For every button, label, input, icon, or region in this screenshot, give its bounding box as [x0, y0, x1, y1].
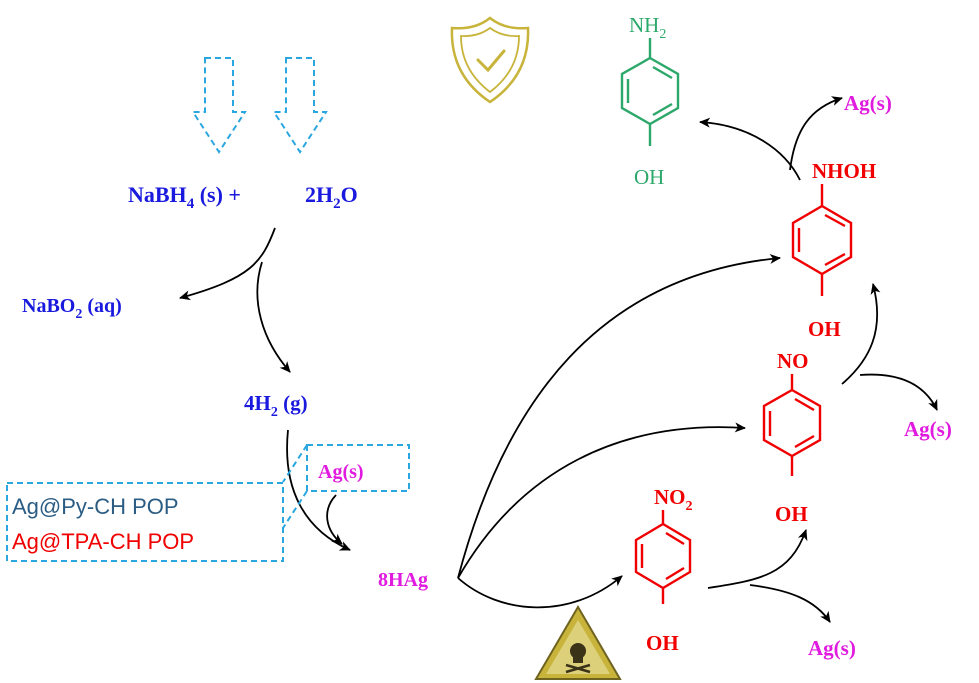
arrow-to-hydride [286, 429, 351, 551]
arrow-release-ag-right [859, 373, 938, 411]
skull-warning-icon [534, 605, 622, 680]
arrow-ag-to-hydride [326, 494, 343, 545]
nitroso-top-label: NO [777, 349, 809, 373]
arrow-hydroxylamine-to-aminophenol [699, 117, 801, 181]
aminophenol-bottom-label: OH [634, 165, 664, 189]
nitrophenol-bottom-label: OH [646, 631, 679, 655]
ag-release-bottom-label: Ag(s) [808, 636, 856, 660]
nitrosophenol-molecule: NO OH [762, 349, 822, 526]
arrow-to-nitroso [457, 422, 746, 579]
nabo2-label: NaBO2 (aq) [22, 295, 122, 322]
arrow-release-ag-bottom [749, 584, 831, 623]
arrow-to-h2 [256, 261, 291, 373]
nitrophenol-top-label: NO2 [654, 485, 693, 514]
arrow-to-hydroxylamine [457, 253, 781, 579]
ag-surface-box [306, 444, 410, 492]
aminophenol-top-label: NH2 [629, 13, 666, 42]
callout-lines [282, 444, 308, 529]
hydrogen-label: 4H2 (g) [244, 391, 308, 420]
arrow-to-nabo2 [179, 227, 276, 301]
shield-check-icon [450, 16, 530, 104]
ag-release-top-label: Ag(s) [844, 91, 892, 115]
hydride-label: 8HAg [378, 569, 428, 591]
catalyst-box [6, 482, 284, 562]
arrow-release-ag-top [789, 96, 843, 171]
nitroso-bottom-label: OH [775, 502, 808, 526]
input-arrow-left [191, 57, 247, 154]
ag-surface-label: Ag(s) [318, 461, 364, 483]
arrow-nitro-to-nitroso [707, 529, 808, 589]
catalyst-py-label: Ag@Py-CH POP [12, 494, 179, 519]
water-label: 2H2O [305, 182, 358, 212]
ag-release-right-label: Ag(s) [904, 417, 952, 441]
nitrophenol-molecule: NO2 OH [634, 485, 693, 655]
input-arrow-right [272, 57, 328, 154]
aminophenol-molecule: NH2 OH [620, 13, 680, 189]
hydroxylamine-bottom-label: OH [808, 317, 841, 341]
arrow-to-nitrophenol [457, 575, 623, 609]
arrow-nitroso-to-hydroxylamine [841, 283, 881, 385]
hydroxylamine-top-label: NHOH [812, 159, 876, 183]
nabh4-label: NaBH4 (s) + [128, 182, 241, 212]
catalyst-tpa-label: Ag@TPA-CH POP [12, 529, 194, 554]
hydroxylaminophenol-molecule: NHOH OH [791, 159, 876, 341]
